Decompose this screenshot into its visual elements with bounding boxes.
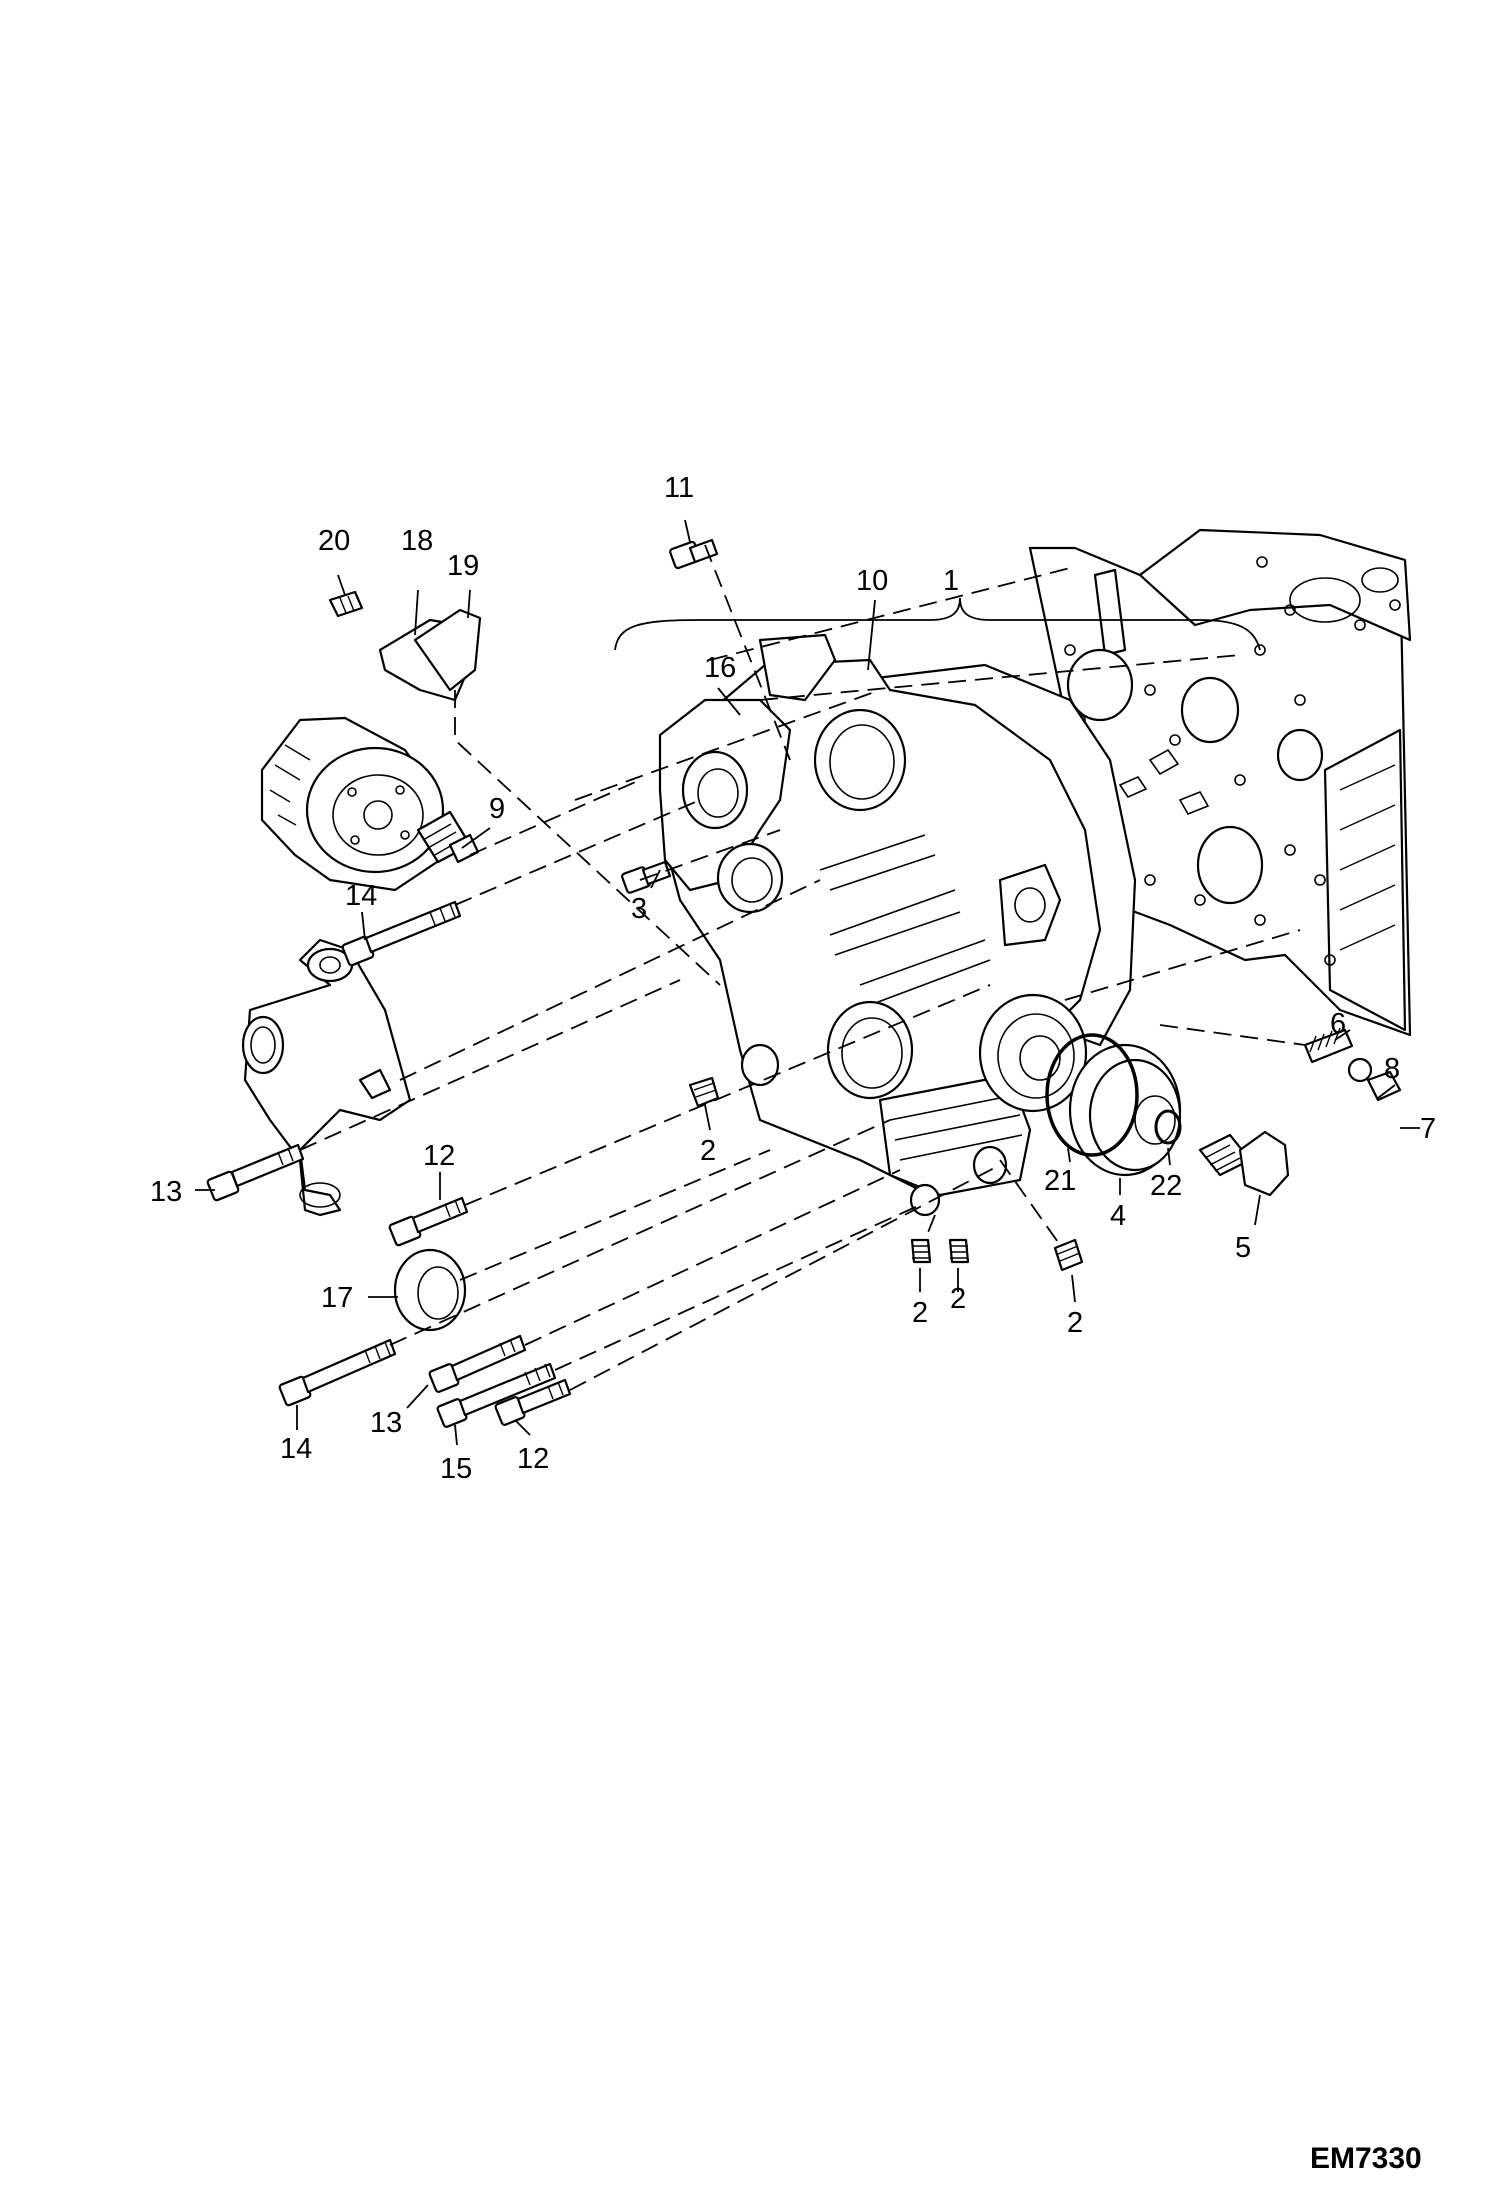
callout-20: 20 <box>318 525 350 557</box>
callout-4: 4 <box>1110 1200 1126 1232</box>
callout-10: 10 <box>856 565 888 597</box>
oil-seal-17 <box>393 1248 467 1332</box>
callout-11: 11 <box>664 472 694 504</box>
callout-1: 1 <box>943 565 959 597</box>
callout-21: 21 <box>1044 1165 1076 1197</box>
bolt-15 <box>436 1362 557 1428</box>
callout-3: 3 <box>631 893 647 925</box>
o-ring-21 <box>1045 1033 1139 1157</box>
assembly-brace <box>614 597 1261 651</box>
callout-15: 15 <box>440 1453 472 1485</box>
callout-eight: 8 <box>1384 1053 1400 1085</box>
callout-5: 5 <box>1235 1232 1251 1264</box>
callout-12-mid: 12 <box>423 1140 455 1172</box>
thermostat-cover <box>328 590 482 702</box>
bolt-12-mid <box>388 1196 469 1247</box>
plug-2c <box>948 1238 970 1264</box>
gear-case-assembly <box>658 633 1137 1217</box>
oil-filter <box>260 716 445 892</box>
callout-thirteen-left: 13 <box>150 1176 182 1208</box>
callout-16: 16 <box>704 652 736 684</box>
callout-14-bottom: 14 <box>280 1433 312 1465</box>
callout-6: 6 <box>1330 1008 1346 1040</box>
callouts: 11 10 1 20 18 19 16 9 3 14 12 13 17 14 1… <box>150 472 1436 1485</box>
engine-block <box>1028 528 1412 1037</box>
callout-2-lower-right: 2 <box>1067 1307 1083 1339</box>
callout-2-lower-left: 2 <box>912 1297 928 1329</box>
callout-seven: 7 <box>1420 1113 1436 1145</box>
callout-2-lower-mid: 2 <box>950 1283 966 1315</box>
bolt-13-bottom <box>428 1334 527 1393</box>
callout-19: 19 <box>447 550 479 582</box>
callout-18: 18 <box>401 525 433 557</box>
bolt-13-left <box>206 1143 305 1202</box>
callout-22: 22 <box>1150 1170 1182 1202</box>
bolt-14-bottom <box>278 1338 397 1407</box>
callout-12-bottom: 12 <box>517 1443 549 1475</box>
explode-lines <box>299 544 1306 1391</box>
bolt-11 <box>669 538 719 570</box>
callout-2-left: 2 <box>700 1135 716 1167</box>
plug-2d <box>1053 1238 1084 1272</box>
figure-code: EM7330 <box>1310 2142 1422 2175</box>
relief-valve-parts <box>1303 1027 1402 1102</box>
leader-lines <box>195 519 1420 1446</box>
bolt-14-top <box>341 900 462 967</box>
bolt-3 <box>621 860 672 894</box>
plug-2b <box>910 1238 932 1264</box>
o-ring-22 <box>1154 1109 1182 1145</box>
callout-fourteen-top: 14 <box>345 880 377 912</box>
callout-17: 17 <box>321 1282 353 1314</box>
plug-2a <box>688 1076 720 1108</box>
bolt-12-bottom <box>494 1378 572 1426</box>
callout-9: 9 <box>489 793 505 825</box>
plug-5 <box>1198 1130 1290 1197</box>
callout-13-lower: 13 <box>370 1407 402 1439</box>
